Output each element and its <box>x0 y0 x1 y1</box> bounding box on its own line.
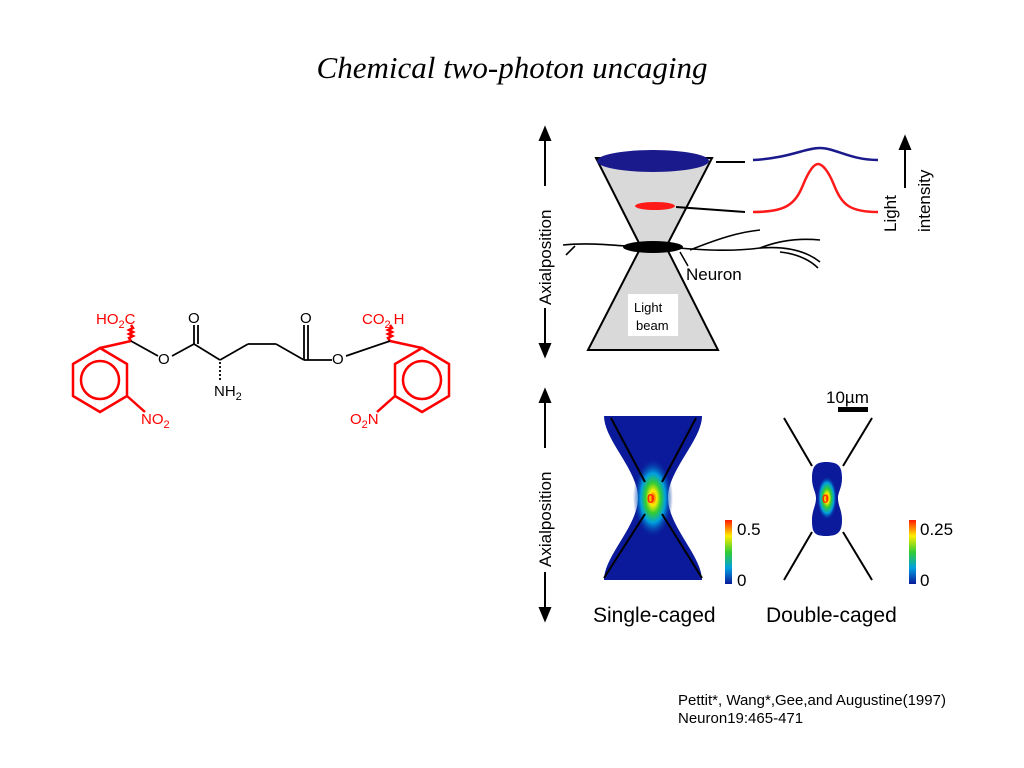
citation: Pettit*, Wang*,Gee,and Augustine(1997) N… <box>678 692 946 728</box>
ho2c-label: HO2C <box>96 311 136 331</box>
double-caged-beam-outline <box>783 417 873 581</box>
light-beam-label-line1: Light <box>634 300 663 315</box>
nitro-left-label: NO2 <box>141 411 170 431</box>
light-beam-label-line2: beam <box>636 318 669 333</box>
slide-title: Chemical two-photon uncaging <box>316 50 708 85</box>
axial-position-label-bottom: Axialposition <box>536 472 555 567</box>
neuron-soma-focus <box>623 241 683 253</box>
double-caged-colorbar <box>909 520 916 584</box>
nitro-right-label: O2N <box>350 411 379 431</box>
light-beam-label-box <box>628 294 678 336</box>
single-caged-caption: Single-caged <box>593 604 716 627</box>
light-intensity-label-line2: intensity <box>915 169 934 232</box>
ester-oxygen-right: O <box>332 351 344 368</box>
uncaging-profile-diagram: Axialposition 10µm 0 0.5 0 Single-caged … <box>536 387 953 627</box>
double-caged-colorbar-min: 0 <box>920 571 929 590</box>
cage-bonds <box>99 324 423 413</box>
scale-bar <box>838 407 868 412</box>
carbonyl-oxygen-left: O <box>188 310 200 327</box>
wide-intensity-profile <box>752 146 879 162</box>
ester-oxygen-left: O <box>158 351 170 368</box>
double-caged-center-label: 0 <box>822 492 829 506</box>
left-benzene-ring <box>71 346 129 414</box>
double-caged-caption: Double-caged <box>766 604 897 627</box>
wide-focus-ellipse <box>597 150 709 172</box>
citation-authors: Pettit*, Wang*,Gee,and Augustine(1997) <box>678 692 946 709</box>
scale-bar-label: 10µm <box>826 388 869 407</box>
single-caged-colorbar-min: 0 <box>737 571 746 590</box>
focal-volume-diagram: Axialposition Neuron Light beam <box>536 125 934 359</box>
single-caged-beam-outline <box>603 417 703 579</box>
single-caged-colorbar <box>725 520 732 584</box>
double-caged-hotspot <box>817 476 837 520</box>
light-intensity-label-line1: Light <box>881 195 900 232</box>
neuron-pointer-line <box>679 251 689 267</box>
connector-narrow <box>675 206 746 213</box>
glutamate-backbone <box>130 325 391 380</box>
right-benzene-ring <box>393 346 451 414</box>
neuron-dendrites <box>562 229 821 269</box>
axial-position-label-top: Axialposition <box>536 210 555 305</box>
double-caged-colorbar-max: 0.25 <box>920 520 953 539</box>
carbonyl-oxygen-right: O <box>300 310 312 327</box>
amine-label: NH2 <box>214 383 242 403</box>
single-caged-colorbar-max: 0.5 <box>737 520 761 539</box>
axial-position-arrow-top <box>538 125 552 359</box>
neuron-label: Neuron <box>686 265 742 284</box>
single-caged-center-label: 0 <box>647 491 654 506</box>
narrow-intensity-profile <box>752 162 879 214</box>
axial-position-arrow-bottom <box>538 387 552 623</box>
light-intensity-arrow <box>898 134 912 188</box>
citation-journal: Neuron19:465-471 <box>678 710 804 727</box>
narrow-focus-ellipse <box>635 202 675 210</box>
